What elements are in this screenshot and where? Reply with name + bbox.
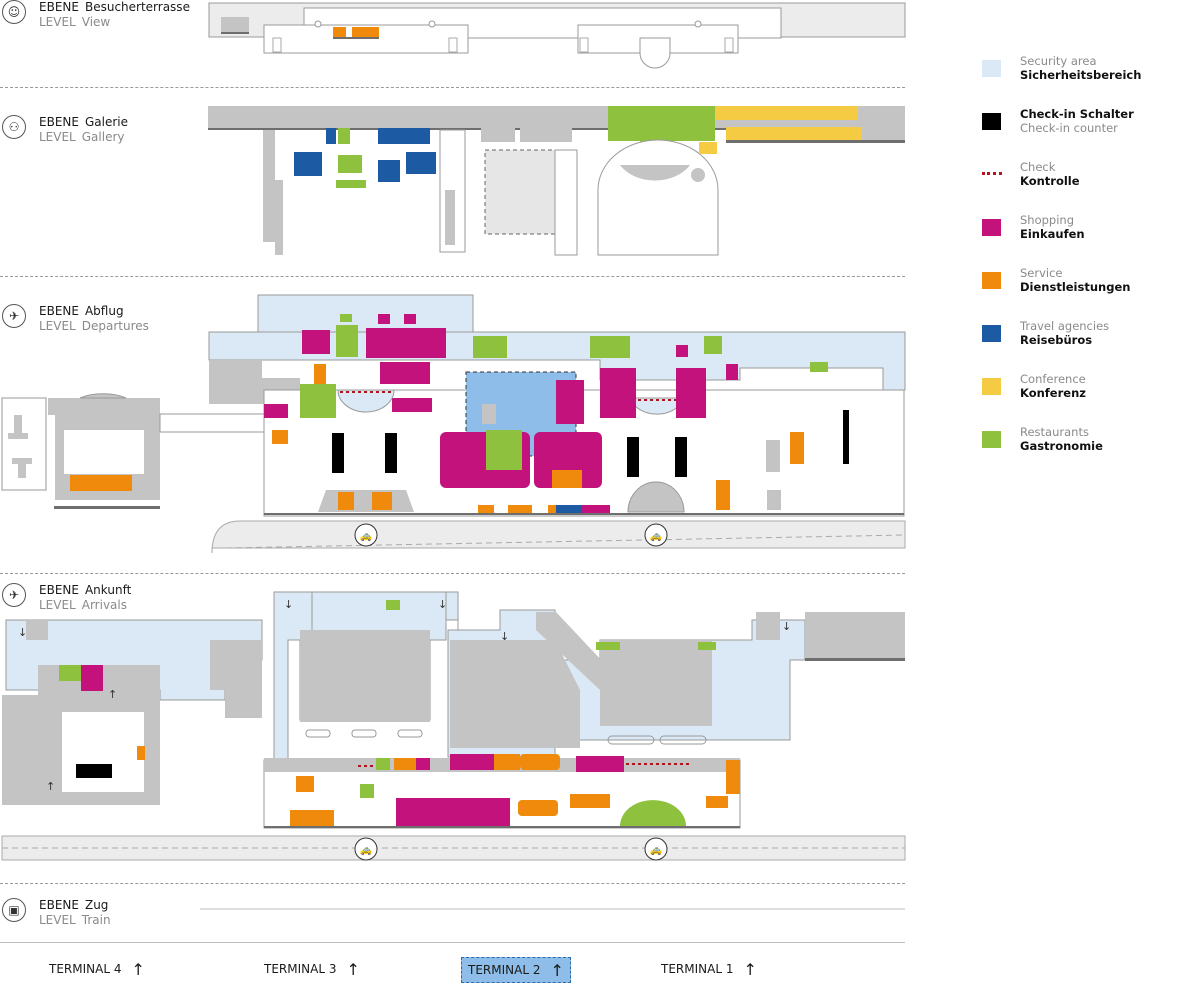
svg-text:↓: ↓ (18, 626, 27, 639)
plan-level-arrivals: 🚕 🚕 ↓ ↓ ↓ ↓ ↓ ↑ ↑ (1, 591, 906, 861)
terminal-2-link-current[interactable]: TERMINAL 2 ↑ (461, 957, 571, 983)
check-dashed-line-icon (982, 172, 1002, 175)
train-icon: ▣ (2, 898, 26, 922)
level-header-arrivals[interactable]: ✈ EBENE Ankunft LEVEL Arrivals (0, 583, 200, 627)
level-keyword-en: LEVEL (39, 598, 76, 612)
level-name-en: Departures (81, 319, 149, 333)
arrow-up-icon: ↑ (550, 960, 564, 980)
plan-level-departures: 🚕 🚕 (1, 294, 906, 554)
level-name-de: Abflug (84, 304, 124, 318)
level-name-de: Zug (84, 898, 109, 912)
terminal-label: TERMINAL 4 (49, 962, 122, 976)
svg-text:🚕: 🚕 (360, 531, 372, 542)
level-name-en: Gallery (81, 130, 125, 144)
level-keyword-en: LEVEL (39, 913, 76, 927)
terminal-label: TERMINAL 2 (468, 963, 541, 977)
level-name-en: View (81, 15, 111, 29)
arrow-up-icon: ↑ (346, 959, 360, 979)
svg-text:↓: ↓ (438, 598, 447, 611)
shopping-swatch-icon (982, 219, 1001, 236)
level-keyword: EBENE (39, 583, 79, 597)
checkin-swatch-icon (982, 113, 1001, 130)
level-divider (0, 942, 905, 943)
level-keyword: EBENE (39, 0, 79, 14)
plan-level-gallery (208, 106, 905, 256)
gallery-meeting-icon: ⚇ (2, 115, 26, 139)
level-keyword-en: LEVEL (39, 319, 76, 333)
security-swatch-icon (982, 60, 1001, 77)
arrow-up-icon: ↑ (743, 959, 757, 979)
terminal-label: TERMINAL 1 (661, 962, 734, 976)
departing-plane-icon: ✈ (2, 304, 26, 328)
level-name-en: Arrivals (81, 598, 127, 612)
terminal-3-link[interactable]: TERMINAL 3 ↑ (264, 955, 360, 983)
svg-text:↑: ↑ (108, 688, 117, 701)
level-divider (0, 883, 905, 884)
level-keyword: EBENE (39, 898, 79, 912)
restaurants-swatch-icon (982, 431, 1001, 448)
level-keyword: EBENE (39, 304, 79, 318)
conference-swatch-icon (982, 378, 1001, 395)
plan-level-view (208, 2, 906, 69)
svg-text:🚕: 🚕 (650, 531, 662, 542)
level-name-de: Besucherterrasse (84, 0, 190, 14)
svg-text:↓: ↓ (500, 630, 509, 643)
arrow-up-icon: ↑ (131, 959, 145, 979)
svg-text:↑: ↑ (46, 780, 55, 793)
svg-text:🚕: 🚕 (650, 845, 662, 856)
level-name-de: Galerie (84, 115, 128, 129)
level-keyword-en: LEVEL (39, 130, 76, 144)
level-header-train[interactable]: ▣ EBENE Zug LEVEL Train (0, 898, 200, 942)
level-header-view[interactable]: ☺ EBENE Besucherterrasse LEVEL View (0, 0, 200, 44)
level-divider (0, 276, 905, 277)
level-header-gallery[interactable]: ⚇ EBENE Galerie LEVEL Gallery (0, 115, 200, 159)
terminal-floor-plans: 🚕 🚕 (1, 2, 906, 910)
svg-text:↓: ↓ (782, 620, 791, 633)
travel-swatch-icon (982, 325, 1001, 342)
level-keyword-en: LEVEL (39, 15, 76, 29)
level-keyword: EBENE (39, 115, 79, 129)
level-divider (0, 573, 905, 574)
level-divider (0, 87, 905, 88)
svg-text:↓: ↓ (284, 598, 293, 611)
terminal-4-link[interactable]: TERMINAL 4 ↑ (49, 955, 145, 983)
terminal-label: TERMINAL 3 (264, 962, 337, 976)
level-name-de: Ankunft (84, 583, 132, 597)
svg-text:🚕: 🚕 (360, 845, 372, 856)
terminal-1-link[interactable]: TERMINAL 1 ↑ (661, 955, 757, 983)
visitor-terrace-icon: ☺ (2, 0, 26, 24)
level-header-departures[interactable]: ✈ EBENE Abflug LEVEL Departures (0, 304, 200, 348)
level-name-en: Train (81, 913, 111, 927)
arriving-plane-icon: ✈ (2, 583, 26, 607)
service-swatch-icon (982, 272, 1001, 289)
